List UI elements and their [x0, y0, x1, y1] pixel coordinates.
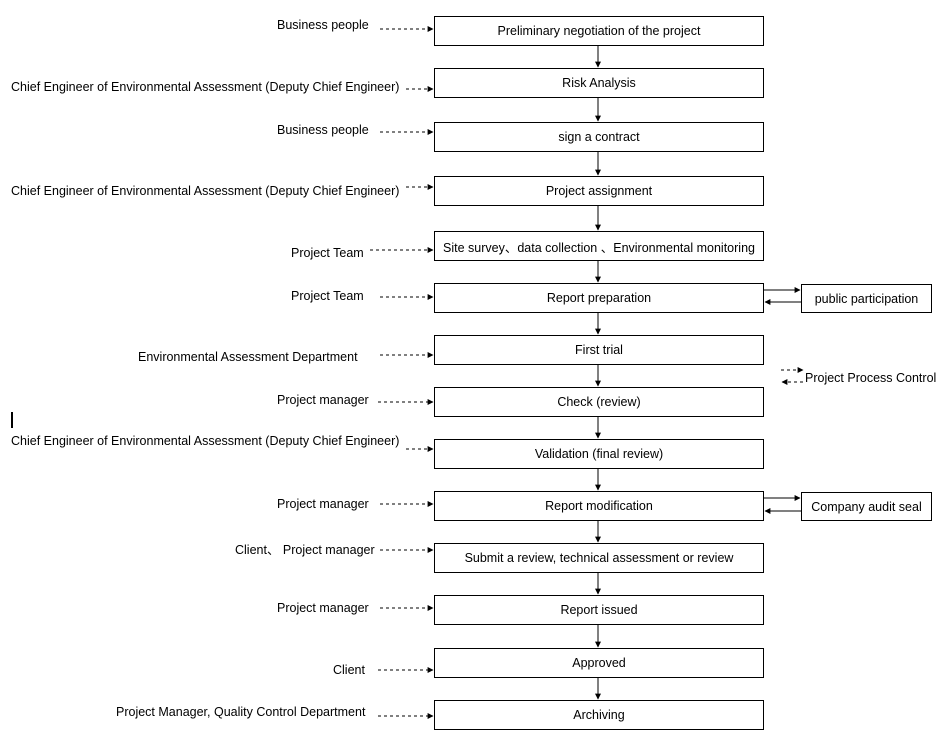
- step-actor-label: Environmental Assessment Department: [138, 350, 358, 364]
- step-actor-label: Project Manager, Quality Control Departm…: [116, 705, 366, 719]
- step-box: Submit a review, technical assessment or…: [434, 543, 764, 573]
- step-actor-label: Project manager: [277, 497, 369, 511]
- step-actor-label: Chief Engineer of Environmental Assessme…: [11, 184, 400, 198]
- side-box-company-audit-seal: Company audit seal: [801, 492, 932, 521]
- step-box: Archiving: [434, 700, 764, 730]
- step-actor-label: Business people: [277, 18, 369, 32]
- step-box: Report modification: [434, 491, 764, 521]
- step-actor-label: Project manager: [277, 393, 369, 407]
- text-cursor: [11, 412, 13, 428]
- step-actor-label: Project Team: [291, 289, 364, 303]
- step-box: Approved: [434, 648, 764, 678]
- step-box: Validation (final review): [434, 439, 764, 469]
- step-box: Site survey、data collection 、Environment…: [434, 231, 764, 261]
- step-actor-label: Client: [333, 663, 365, 677]
- step-box: Report preparation: [434, 283, 764, 313]
- step-actor-label: Project Team: [291, 246, 364, 260]
- side-box-public-participation: public participation: [801, 284, 932, 313]
- step-box: Risk Analysis: [434, 68, 764, 98]
- step-box: Project assignment: [434, 176, 764, 206]
- step-box: sign a contract: [434, 122, 764, 152]
- legend-label: Project Process Control: [805, 371, 937, 385]
- step-box: Report issued: [434, 595, 764, 625]
- step-box: First trial: [434, 335, 764, 365]
- step-actor-label: Business people: [277, 123, 369, 137]
- step-actor-label: Chief Engineer of Environmental Assessme…: [11, 434, 400, 448]
- step-actor-label: Chief Engineer of Environmental Assessme…: [11, 80, 400, 94]
- step-box: Preliminary negotiation of the project: [434, 16, 764, 46]
- step-actor-label: Client、 Project manager: [235, 543, 375, 557]
- step-box: Check (review): [434, 387, 764, 417]
- step-actor-label: Project manager: [277, 601, 369, 615]
